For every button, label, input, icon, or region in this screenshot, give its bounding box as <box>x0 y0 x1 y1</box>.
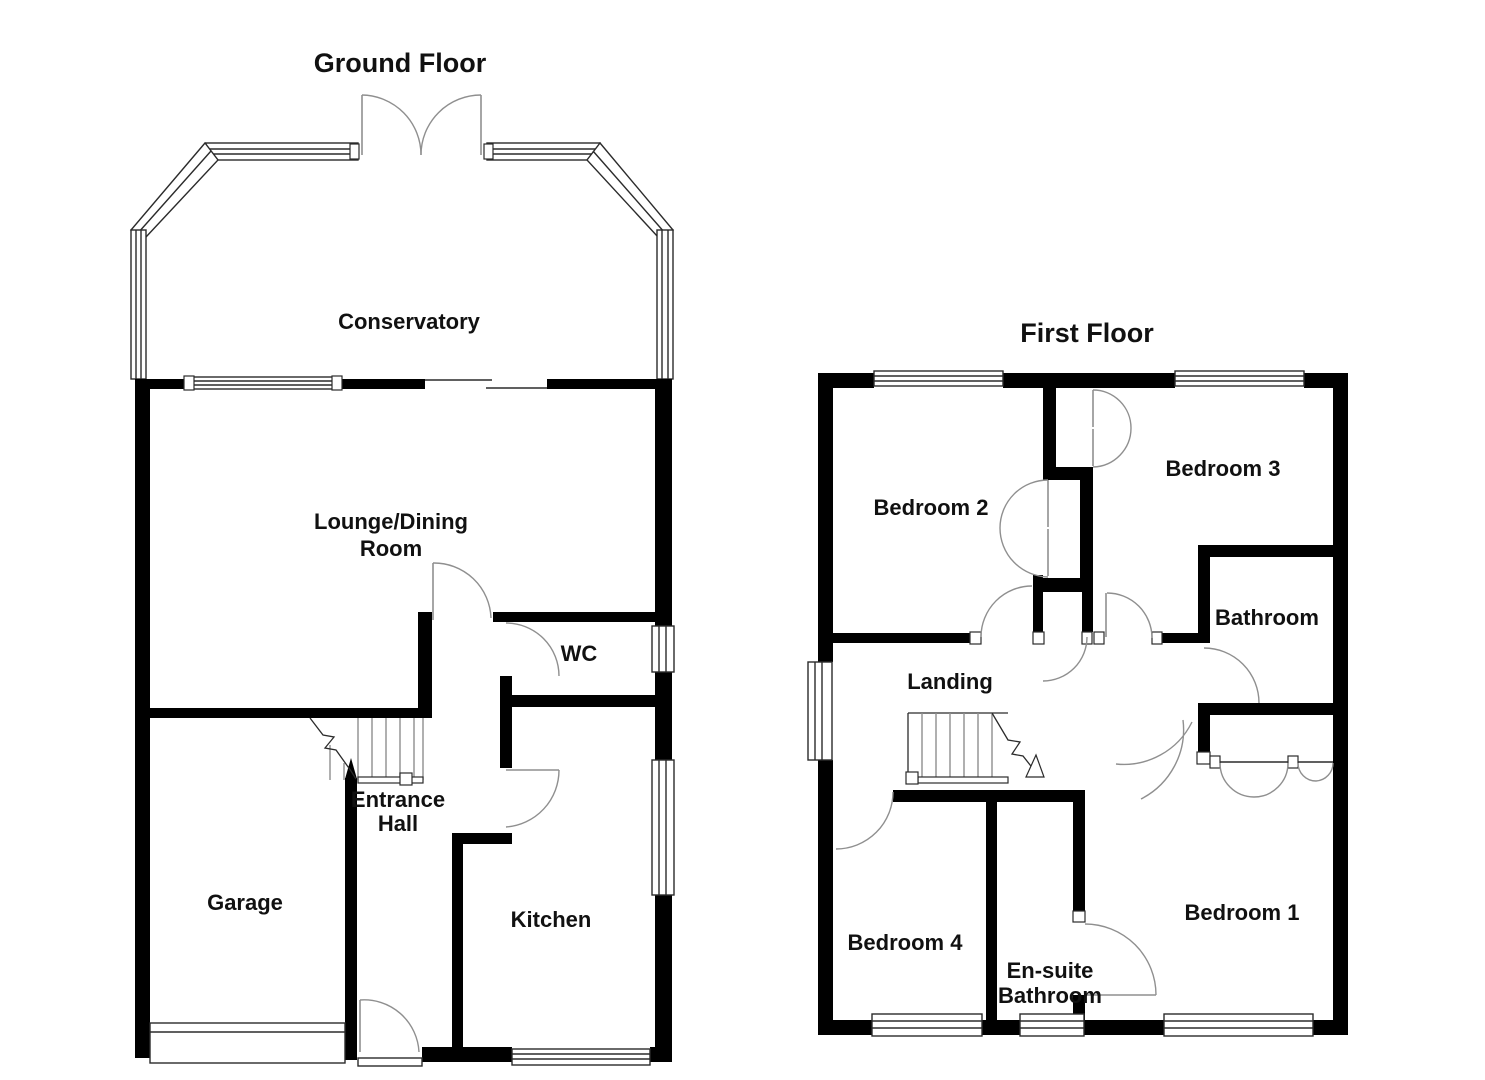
ground-floor-title: Ground Floor <box>314 48 487 78</box>
bedroom2-door <box>980 585 1033 638</box>
room-label-bathroom: Bathroom <box>1215 605 1319 630</box>
room-label-ensuite-line1: En-suite <box>1007 958 1094 983</box>
bedroom2-window <box>873 370 1004 387</box>
kitchen-side-window <box>651 759 675 896</box>
room-label-bedroom3: Bedroom 3 <box>1166 456 1281 481</box>
room-label-lounge-line1: Lounge/Dining <box>314 509 468 534</box>
first-floor-walls <box>818 373 1348 1035</box>
bedroom3-cupboard-doors <box>1092 389 1132 468</box>
conservatory-windows <box>129 141 675 380</box>
landing-window <box>807 661 833 761</box>
ensuite-door <box>1084 923 1157 996</box>
room-label-kitchen: Kitchen <box>511 907 592 932</box>
ground-floor-stairs <box>309 717 424 786</box>
front-door <box>357 999 423 1067</box>
room-label-entrance-line1: Entrance <box>351 787 445 812</box>
bedroom2-cupboard-doors <box>999 479 1049 578</box>
landing-cupboard-door <box>1042 636 1088 682</box>
kitchen-rear-window <box>511 1048 651 1066</box>
first-floor-plan: First Floor Bedroom 2 Bedroom 3 Bathroom… <box>807 318 1348 1037</box>
bathroom-door <box>1203 647 1260 704</box>
garage-door <box>149 1022 346 1064</box>
ground-floor-labels: Ground Floor Conservatory Lounge/Dining … <box>207 48 597 932</box>
room-label-bedroom4: Bedroom 4 <box>848 930 964 955</box>
bedroom1-door <box>1115 719 1193 800</box>
bedroom3-window <box>1174 370 1305 387</box>
room-label-bedroom2: Bedroom 2 <box>874 495 989 520</box>
bedroom3-door <box>1105 592 1153 639</box>
bedroom1-window <box>1163 1013 1314 1037</box>
wc-window <box>651 625 675 673</box>
ensuite-window <box>1019 1013 1085 1037</box>
first-floor-labels: First Floor Bedroom 2 Bedroom 3 Bathroom… <box>848 318 1319 1008</box>
first-floor-title: First Floor <box>1020 318 1154 348</box>
room-label-wc: WC <box>561 641 598 666</box>
first-floor-stairs <box>905 712 1045 785</box>
lounge-door <box>432 562 492 620</box>
room-label-landing: Landing <box>907 669 993 694</box>
lounge-window <box>183 375 343 391</box>
room-label-lounge-line2: Room <box>360 536 422 561</box>
kitchen-door <box>505 769 560 828</box>
lounge-conservatory-opening <box>425 379 547 389</box>
room-label-bedroom1: Bedroom 1 <box>1185 900 1300 925</box>
bedroom1-wardrobe-doors <box>1209 755 1334 798</box>
ground-floor-plan: Ground Floor Conservatory Lounge/Dining … <box>129 48 675 1067</box>
room-label-entrance-line2: Hall <box>378 811 418 836</box>
room-label-conservatory: Conservatory <box>338 309 481 334</box>
bedroom4-door <box>835 791 894 850</box>
room-label-ensuite-line2: Bathroom <box>998 983 1102 1008</box>
bedroom4-window <box>871 1013 983 1037</box>
room-label-garage: Garage <box>207 890 283 915</box>
ground-floor-walls <box>135 379 672 1062</box>
conservatory-double-door <box>361 94 482 156</box>
wc-door <box>505 622 560 677</box>
